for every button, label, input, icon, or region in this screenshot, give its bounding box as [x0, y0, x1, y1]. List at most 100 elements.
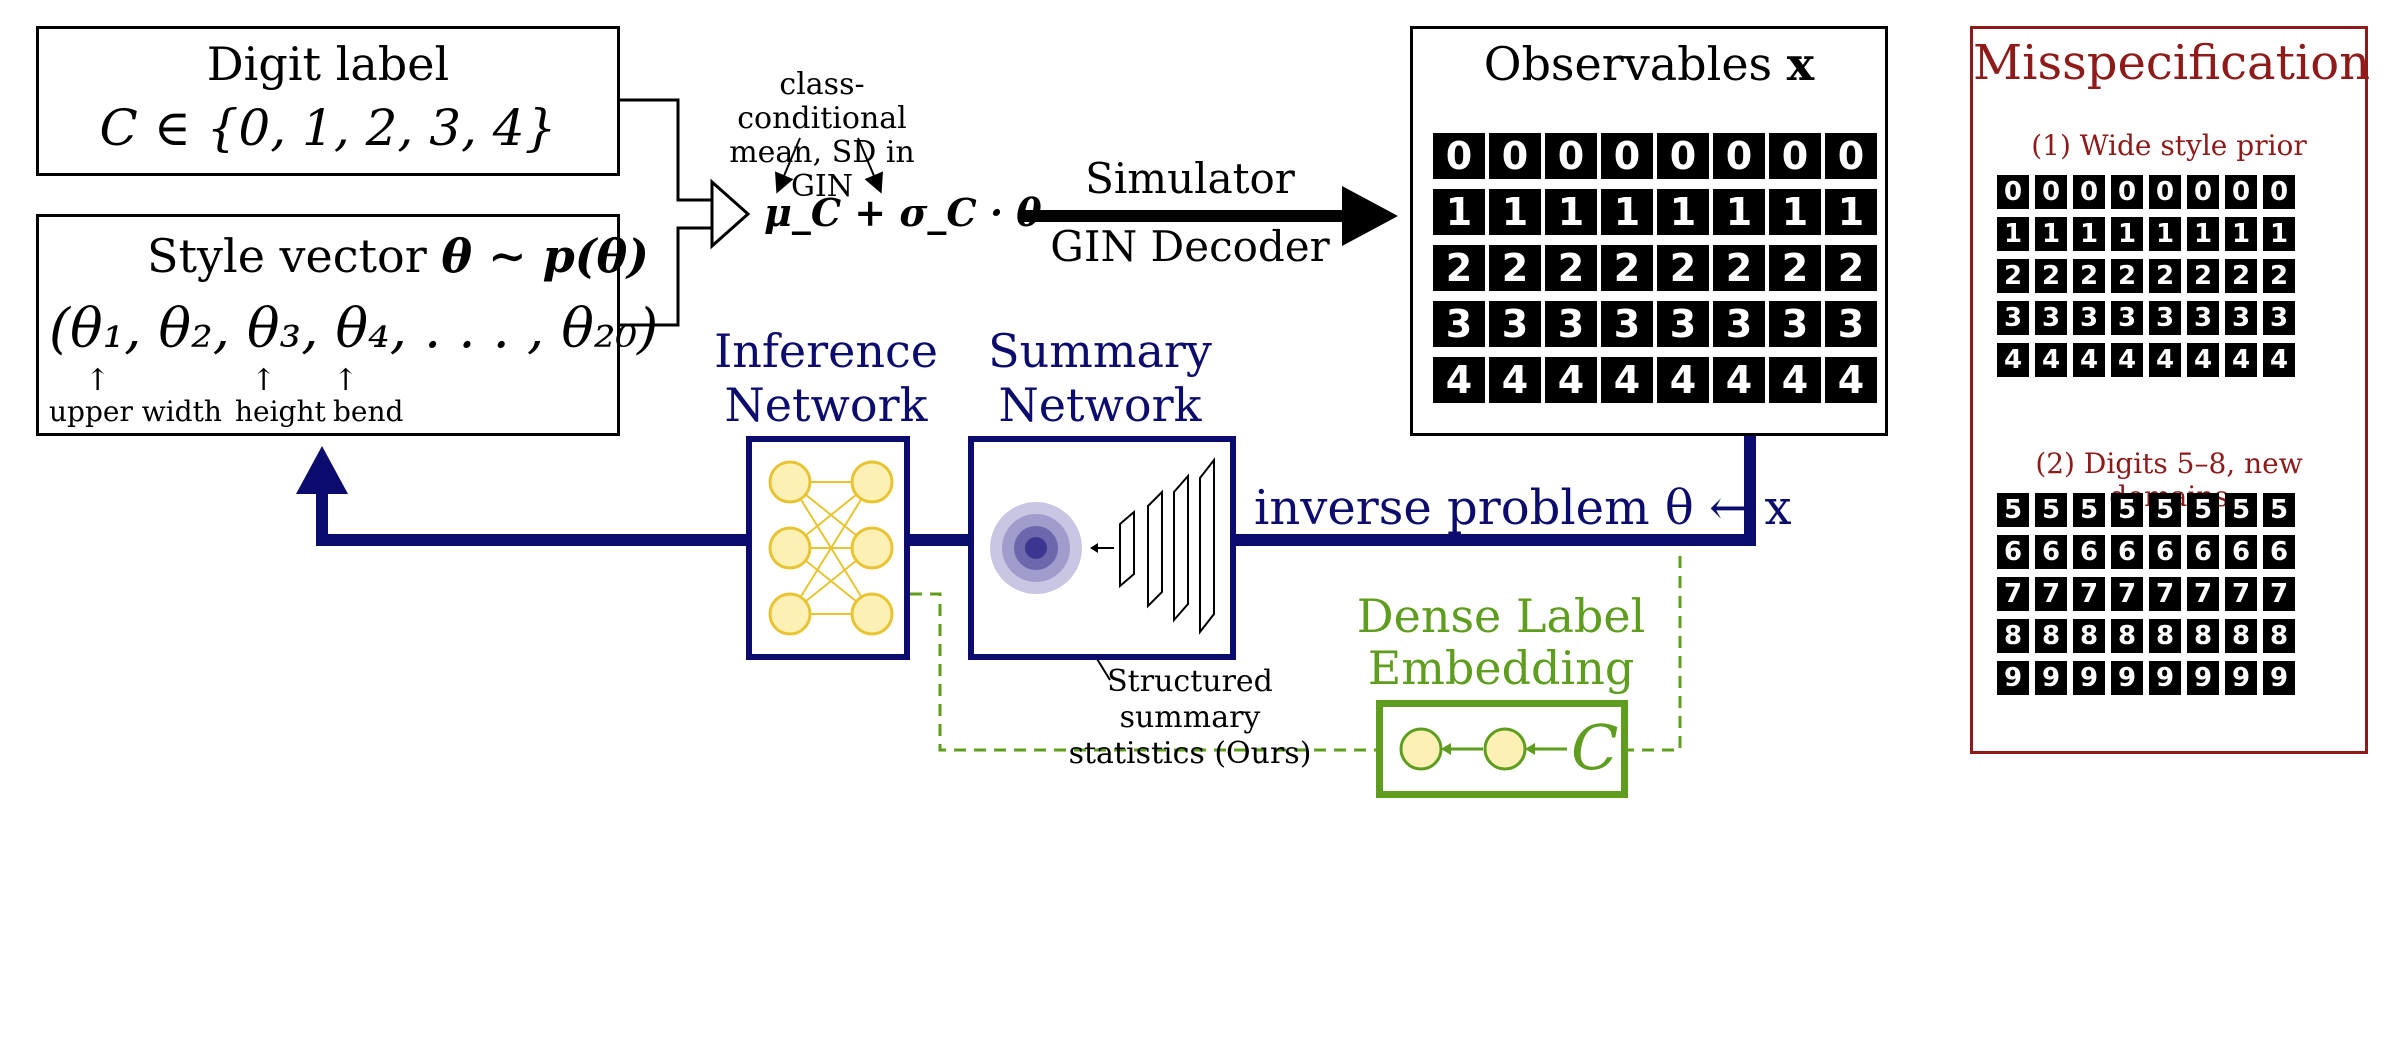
digit-image-tile: 0: [2035, 175, 2067, 209]
gin-decoder-label: GIN Decoder: [1050, 222, 1330, 271]
digit-image-tile: 5: [1997, 493, 2029, 527]
digit-image-tile: 6: [2149, 535, 2181, 569]
merge-arrowhead: [710, 178, 751, 250]
inverse-problem-path: [1236, 436, 1756, 546]
digit-image-tile: 3: [2263, 301, 2295, 335]
summary-network-graphic: [990, 457, 1215, 635]
label-to-combiner-line: [620, 98, 712, 202]
digit-image-tile: 3: [1825, 301, 1877, 347]
digit-image-tile: 7: [2187, 577, 2219, 611]
digit-image-tile: 4: [1489, 357, 1541, 403]
digit-image-tile: 5: [2187, 493, 2219, 527]
digit-image-tile: 2: [2073, 259, 2105, 293]
digit-image-tile: 1: [1545, 189, 1597, 235]
digit-image-tile: 2: [1825, 245, 1877, 291]
digit-image-tile: 1: [1489, 189, 1541, 235]
digit-image-tile: 3: [1489, 301, 1541, 347]
digit-image-tile: 4: [1657, 357, 1709, 403]
digit-image-tile: 1: [1713, 189, 1765, 235]
digit-image-tile: 8: [1997, 619, 2029, 653]
digit-image-tile: 3: [2149, 301, 2181, 335]
digit-image-tile: 3: [1545, 301, 1597, 347]
combiner-note: class-conditional mean, SD in GIN: [729, 67, 915, 204]
digit-image-tile: 1: [2187, 217, 2219, 251]
digit-image-tile: 2: [1657, 245, 1709, 291]
digit-image-tile: 5: [2149, 493, 2181, 527]
digit-image-tile: 7: [2225, 577, 2257, 611]
digit-image-tile: 2: [2035, 259, 2067, 293]
output-node-3: [850, 592, 894, 636]
structured-summary-note: Structured summary statistics (Ours): [1068, 664, 1312, 771]
digit-image-tile: 9: [1997, 661, 2029, 695]
conv-layer-1: [1119, 509, 1135, 589]
style-to-combiner-line: [620, 226, 712, 327]
digit-image-tile: 6: [2073, 535, 2105, 569]
digit-image-tile: 2: [1545, 245, 1597, 291]
digit-image-tile: 1: [1825, 189, 1877, 235]
digit-image-tile: 0: [1713, 133, 1765, 179]
digit-image-tile: 1: [1433, 189, 1485, 235]
digit-image-tile: 2: [1997, 259, 2029, 293]
digit-image-tile: 3: [1433, 301, 1485, 347]
inference-network-label: Inference Network: [714, 324, 938, 432]
digit-image-tile: 4: [2225, 343, 2257, 377]
bend-up-arrow: ↑: [333, 363, 359, 398]
digit-image-tile: 3: [1997, 301, 2029, 335]
combiner-formula: μ_C + σ_C · θ: [764, 190, 1042, 235]
digit-image-tile: 4: [1769, 357, 1821, 403]
digit-image-tile: 2: [2149, 259, 2181, 293]
digit-image-tile: 0: [1489, 133, 1541, 179]
digit-image-tile: 3: [2035, 301, 2067, 335]
digit-image-tile: 7: [2111, 577, 2143, 611]
digit-image-tile: 0: [2111, 175, 2143, 209]
digit-image-tile: 1: [1601, 189, 1653, 235]
digit-image-tile: 3: [1657, 301, 1709, 347]
summary-network-box: [968, 436, 1236, 660]
digit-image-tile: 9: [2149, 661, 2181, 695]
input-node-3: [768, 592, 812, 636]
digit-image-tile: 5: [2263, 493, 2295, 527]
digit-image-tile: 2: [1601, 245, 1653, 291]
digit-image-tile: 9: [2035, 661, 2067, 695]
digit-image-tile: 2: [1489, 245, 1541, 291]
digit-image-tile: 4: [2073, 343, 2105, 377]
conv-layer-2: [1147, 489, 1163, 609]
digit-image-tile: 3: [1601, 301, 1653, 347]
digit-image-tile: 2: [2187, 259, 2219, 293]
digit-image-tile: 4: [1713, 357, 1765, 403]
digit-image-tile: 0: [2225, 175, 2257, 209]
digit-image-tile: 7: [2149, 577, 2181, 611]
embedding-class-symbol: C: [1571, 711, 1619, 784]
inference-network-box: [746, 436, 910, 660]
digit-image-tile: 1: [1997, 217, 2029, 251]
digit-image-tile: 9: [2225, 661, 2257, 695]
digit-image-tile: 0: [2263, 175, 2295, 209]
digit-image-tile: 4: [1545, 357, 1597, 403]
inference-network-graph: [768, 460, 894, 636]
digit-image-tile: 4: [2111, 343, 2143, 377]
digit-image-tile: 5: [2073, 493, 2105, 527]
summary-network-label: Summary Network: [988, 324, 1212, 432]
digit-label-title: Digit label: [206, 37, 450, 91]
digit-image-tile: 4: [2035, 343, 2067, 377]
digit-image-tile: 8: [2111, 619, 2143, 653]
embedding-node-1: [1399, 727, 1443, 771]
digit-label-formula: C ∈ {0, 1, 2, 3, 4}: [99, 99, 557, 157]
dense-label-embedding-label: Dense Label Embedding: [1356, 589, 1646, 695]
digit-image-tile: 1: [1657, 189, 1709, 235]
digit-image-tile: 0: [1997, 175, 2029, 209]
digit-image-tile: 8: [2263, 619, 2295, 653]
digit-image-tile: 3: [2111, 301, 2143, 335]
digit-image-tile: 0: [1433, 133, 1485, 179]
digit-image-tile: 5: [2111, 493, 2143, 527]
digit-image-tile: 1: [2073, 217, 2105, 251]
digit-image-tile: 2: [1433, 245, 1485, 291]
note-to-sigma-arrow: [857, 137, 883, 194]
style-vector-box: Style vector θ ∼ p(θ) (θ₁, θ₂, θ₃, θ₄, .…: [36, 214, 658, 436]
annotation-bend: bend: [333, 395, 404, 428]
digit-image-tile: 4: [1433, 357, 1485, 403]
output-node-2: [850, 526, 894, 570]
observables-to-embedding-dashed-link: [1628, 556, 1682, 752]
style-vector-prior-formula: θ ∼ p(θ): [441, 229, 649, 283]
style-vector-title-text: Style vector: [147, 229, 427, 283]
